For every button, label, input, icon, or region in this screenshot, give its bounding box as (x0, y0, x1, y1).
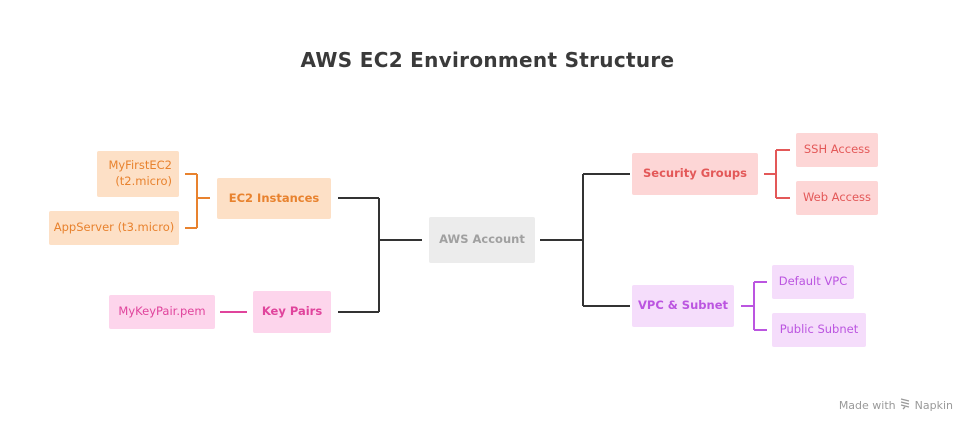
connector-vpc-children (741, 281, 767, 331)
leaf-ssh-access: SSH Access (796, 133, 878, 167)
connector-sg-children (764, 149, 790, 199)
connector-root-right (540, 173, 630, 307)
root-node-aws-account: AWS Account (429, 217, 535, 263)
branch-ec2-instances: EC2 Instances (217, 178, 331, 219)
branch-vpc-subnet: VPC & Subnet (632, 285, 734, 327)
leaf-mykeypair: MyKeyPair.pem (109, 295, 215, 329)
leaf-default-vpc: Default VPC (772, 265, 854, 299)
footer-brand: Napkin (914, 399, 953, 412)
branch-key-pairs: Key Pairs (253, 291, 331, 333)
leaf-myfirstec2: MyFirstEC2 (t2.micro) (97, 151, 179, 197)
leaf-appserver: AppServer (t3.micro) (49, 211, 179, 245)
diagram-title: AWS EC2 Environment Structure (300, 48, 675, 72)
leaf-web-access: Web Access (796, 181, 878, 215)
napkin-logo-icon (900, 398, 911, 413)
made-with-napkin: Made with Napkin (839, 398, 953, 413)
leaf-public-subnet: Public Subnet (772, 313, 866, 347)
branch-security-groups: Security Groups (632, 153, 758, 195)
footer-text: Made with (838, 399, 896, 412)
connector-root-left (338, 197, 422, 313)
connector-ec2-children (185, 173, 210, 229)
